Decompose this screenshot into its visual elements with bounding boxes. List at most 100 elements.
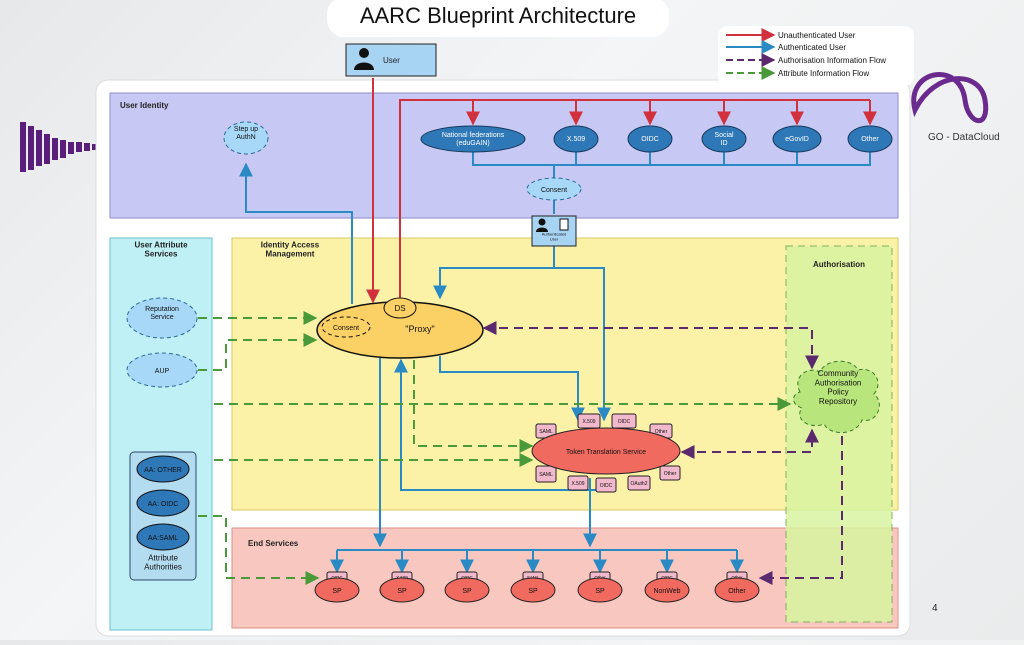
legend-swatches xyxy=(726,28,776,80)
page-number: 4 xyxy=(932,603,938,614)
end-service-label: SP xyxy=(595,588,605,595)
tts-protocol-tab-label: OIDC xyxy=(600,483,613,489)
user-identity-heading: User Identity xyxy=(120,101,169,110)
tts-protocol-tab: SAML xyxy=(535,465,557,483)
end-service-node[interactable]: SAML SP xyxy=(510,571,556,603)
tts-protocol-tab: X.509 xyxy=(567,475,589,491)
aa-saml-node[interactable] xyxy=(136,523,190,551)
end-service-label: SP xyxy=(397,588,407,595)
tts-protocol-tab-label: Other xyxy=(655,429,668,435)
tts-protocol-tab: SAML xyxy=(535,423,557,439)
identity-source-node[interactable]: National federations(eduGAIN) xyxy=(420,125,526,153)
legend-item: Authorisation Information Flow xyxy=(778,56,887,65)
end-services-heading: End Services xyxy=(248,539,299,548)
authorisation-layer xyxy=(785,245,893,623)
end-service-tab-label: Other xyxy=(731,575,743,580)
end-service-node[interactable]: OtherSP xyxy=(577,571,623,603)
legend-item: Attribute Information Flow xyxy=(778,69,870,78)
tts-protocol-tab-label: SAML xyxy=(539,429,553,435)
identity-source-label: National federations(eduGAIN) xyxy=(442,132,505,147)
tts-protocol-tab: OIDC xyxy=(611,413,637,429)
end-service-label: SP xyxy=(332,588,342,595)
end-service-tab-label: SAML xyxy=(527,575,540,580)
ds-label: DS xyxy=(394,304,405,313)
ds-node[interactable] xyxy=(383,297,417,319)
user-node[interactable]: User xyxy=(345,43,437,77)
unauthenticated-flows xyxy=(366,78,877,304)
end-service-node[interactable]: OIDCSP xyxy=(314,571,360,603)
identity-source-label: Other xyxy=(861,136,879,143)
end-service-body xyxy=(577,577,623,603)
tts-protocol-tab: X.509 xyxy=(577,413,601,429)
aa-oidc-node[interactable] xyxy=(136,489,190,517)
end-service-node[interactable]: OIDCSP xyxy=(444,571,490,603)
right-infinity-logo xyxy=(911,72,989,124)
end-services: OIDCSPX.509SPOIDCSPSAMLSPOtherSPOIDCNonW… xyxy=(314,571,760,603)
aup-node[interactable]: AUP xyxy=(126,352,198,388)
tts-body xyxy=(531,427,681,475)
tts-protocol-tab-label: X.509 xyxy=(582,419,595,425)
end-service-label: Other xyxy=(728,588,746,595)
end-service-node[interactable]: OIDCNonWeb xyxy=(644,571,690,603)
aa-oidc-label: AA: OIDC xyxy=(148,501,179,508)
aup-label: AUP xyxy=(155,368,170,375)
identity-source-node[interactable]: OIDC xyxy=(627,125,673,153)
tts-label: Token Translation Service xyxy=(566,449,646,456)
aa-saml-label: AA:SAML xyxy=(148,535,178,542)
aa-other-label: AA: OTHER xyxy=(144,467,182,474)
tts-protocol-tab-label: OAuth2 xyxy=(631,481,648,487)
identity-source-node[interactable]: X.509 xyxy=(553,125,599,153)
consent-top-label: Consent xyxy=(541,187,567,194)
logo-text: GO - DataCloud xyxy=(928,132,1000,143)
legend-item: Unauthenticated User xyxy=(778,31,856,40)
end-service-tab-label: X.509 xyxy=(396,575,408,580)
identity-source-node[interactable]: Other xyxy=(847,125,893,153)
tts-protocol-tab: OIDC xyxy=(595,477,617,493)
page-title: AARC Blueprint Architecture xyxy=(330,0,666,34)
proxy-node[interactable]: "Proxy" DS Consent xyxy=(316,297,484,359)
aa-other-node[interactable] xyxy=(136,455,190,483)
end-service-label: SP xyxy=(528,588,538,595)
proxy-consent-label: Consent xyxy=(333,325,359,332)
tts-protocol-tab: Other xyxy=(659,465,681,481)
legend-item: Authenticated User xyxy=(778,43,847,52)
user-identity-layer xyxy=(109,92,899,219)
end-service-node[interactable]: OtherOther xyxy=(714,571,760,603)
consent-node-top[interactable]: Consent xyxy=(526,177,582,201)
tts-protocol-tab-label: OIDC xyxy=(618,419,631,425)
left-pixel-logo xyxy=(20,122,98,172)
end-service-node[interactable]: X.509SP xyxy=(379,571,425,603)
proxy-label: "Proxy" xyxy=(405,324,434,334)
identity-source-label: OIDC xyxy=(641,136,659,143)
proxy-consent-node[interactable] xyxy=(321,316,371,338)
end-service-tab-label: OIDC xyxy=(461,575,473,580)
user-label: User xyxy=(383,56,400,65)
identity-source-node[interactable]: eGovID xyxy=(772,125,822,153)
identity-source-label: eGovID xyxy=(785,136,809,143)
authorisation-flows xyxy=(482,321,843,585)
end-service-label: NonWeb xyxy=(653,588,680,595)
tts-protocol-tab: OAuth2 xyxy=(627,475,651,491)
attribute-flows xyxy=(198,311,792,585)
identity-source-label: X.509 xyxy=(567,136,585,143)
tts-protocol-tab-label: SAML xyxy=(539,472,553,478)
tts-protocol-tab-label: Other xyxy=(664,471,677,477)
end-service-body xyxy=(714,577,760,603)
end-service-body xyxy=(510,577,556,603)
identity-sources: National federations(eduGAIN) X.509 OIDC So… xyxy=(420,125,893,153)
end-service-body xyxy=(379,577,425,603)
